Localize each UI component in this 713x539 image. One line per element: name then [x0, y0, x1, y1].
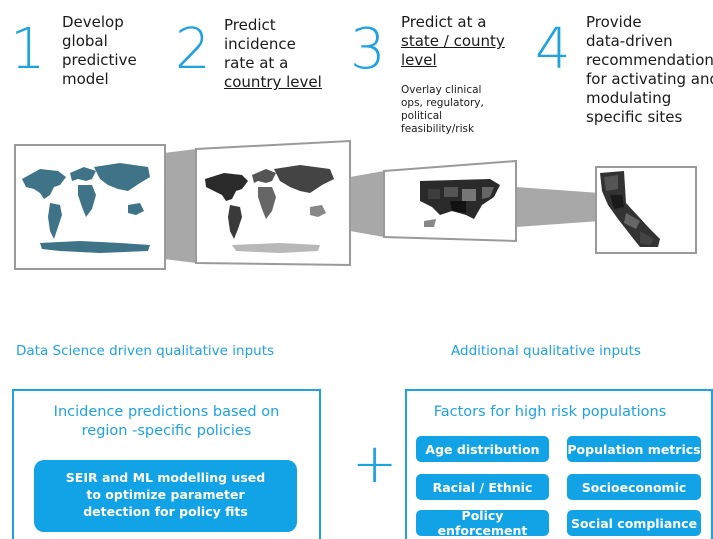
step-1-number: 1 — [10, 17, 46, 82]
factor-racial-ethnic: Racial / Ethnic — [416, 474, 549, 500]
map-funnel-graphic — [14, 139, 697, 270]
left-input-box — [12, 389, 321, 539]
funnel-connector-3 — [516, 187, 600, 227]
funnel-connector-2 — [350, 171, 384, 237]
step-4-number: 4 — [535, 17, 571, 82]
right-input-box — [405, 389, 713, 539]
step-3-number: 3 — [350, 17, 386, 82]
funnel-connector-1 — [164, 149, 196, 263]
factor-social-compliance: Social compliance — [567, 510, 701, 536]
right-box-title: Factors for high risk populations — [433, 404, 667, 420]
factor-population-metrics: Population metrics — [567, 436, 701, 462]
factor-socioeconomic: Socioeconomic — [567, 474, 701, 500]
country-map — [205, 165, 334, 253]
factor-age-distribution: Age distribution — [416, 436, 549, 462]
california-map — [600, 171, 660, 247]
factor-policy-enforcement: Policy enforcement — [416, 508, 549, 538]
step-2-number: 2 — [175, 17, 211, 82]
plus-sign: + — [352, 432, 398, 495]
state-map — [420, 179, 500, 227]
right-section-title: Additional qualitative inputs — [451, 343, 641, 359]
left-section-title: Data Science driven qualitative inputs — [16, 343, 275, 359]
world-map — [22, 163, 150, 253]
